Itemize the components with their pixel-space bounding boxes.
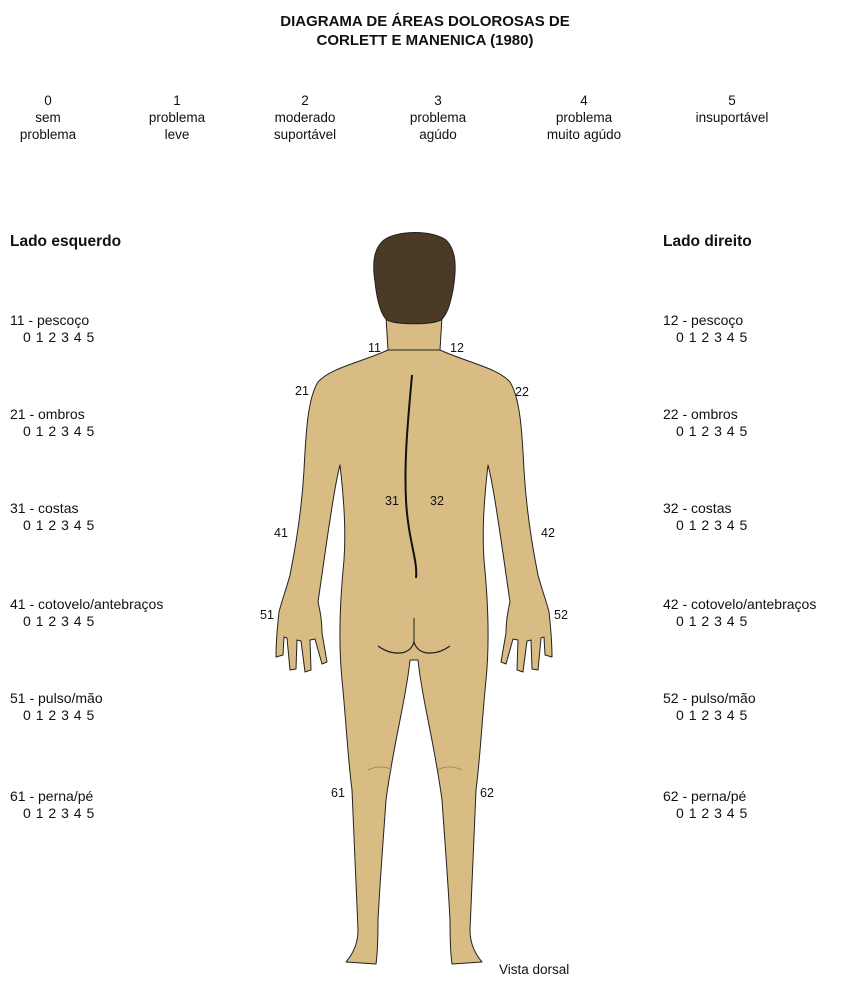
marker-61: 61	[331, 786, 345, 800]
marker-41: 41	[274, 526, 288, 540]
marker-51: 51	[260, 608, 274, 622]
view-caption: Vista dorsal	[499, 962, 569, 977]
marker-12: 12	[450, 341, 464, 355]
marker-32: 32	[430, 494, 444, 508]
torso-and-legs	[276, 350, 552, 964]
marker-21: 21	[295, 384, 309, 398]
body-silhouette	[276, 233, 552, 965]
marker-42: 42	[541, 526, 555, 540]
marker-62: 62	[480, 786, 494, 800]
marker-52: 52	[554, 608, 568, 622]
hair	[374, 233, 455, 324]
marker-31: 31	[385, 494, 399, 508]
marker-11: 11	[368, 341, 381, 355]
marker-22: 22	[515, 385, 529, 399]
